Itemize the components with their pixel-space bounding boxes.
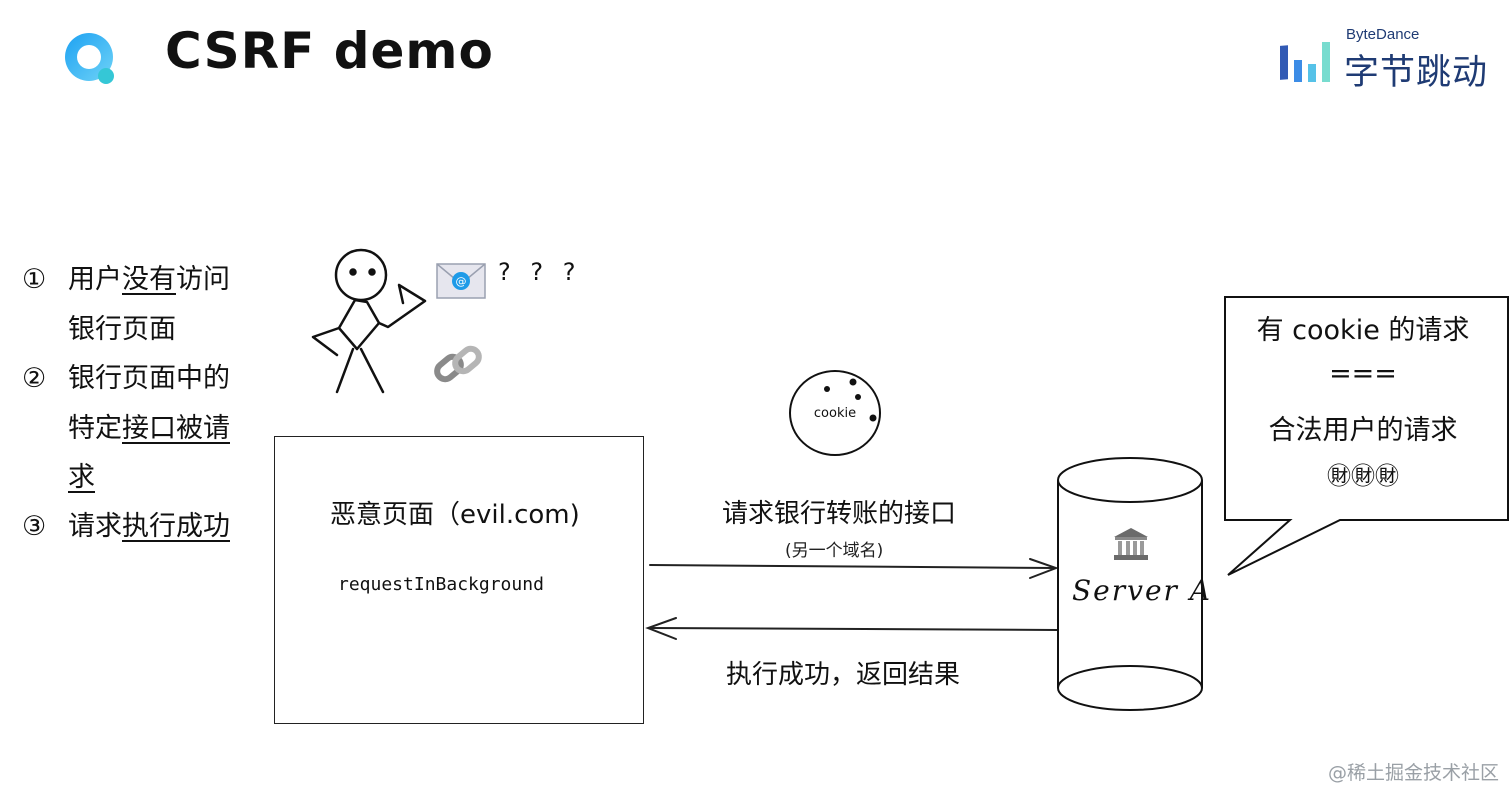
- step-text: 用户没有访问: [68, 255, 230, 305]
- step-text-part: 特定: [68, 413, 122, 444]
- step-number: ①: [22, 264, 47, 295]
- app-logo-icon: [65, 33, 114, 84]
- step-text: 银行页面中的: [68, 363, 230, 394]
- step-text-underlined: 接口被请: [122, 413, 230, 444]
- step-text-part: 访问: [176, 264, 230, 295]
- speech-bubble: [1224, 296, 1509, 576]
- step-2: ② 银行页面中的: [0, 354, 270, 404]
- server-cylinder: [1057, 457, 1203, 711]
- step-2-cont2: 求: [0, 453, 270, 503]
- step-number: ②: [22, 363, 47, 394]
- step-number: ③: [22, 511, 47, 542]
- step-text-part: 用户: [68, 264, 122, 295]
- question-marks: ? ? ?: [498, 258, 582, 286]
- bubble-line-2: ===: [1329, 358, 1397, 389]
- envelope-icon: @: [436, 263, 486, 299]
- bubble-line-3: 合法用户的请求: [1268, 415, 1458, 446]
- request-label: 请求银行转账的接口: [722, 499, 957, 529]
- bank-icon: [1114, 528, 1148, 560]
- brand-name-en: ByteDance: [1346, 26, 1420, 43]
- evil-page-title: 恶意页面（evil.com): [330, 500, 580, 530]
- evil-page-code: requestInBackground: [338, 574, 544, 595]
- step-1-cont: 银行页面: [0, 305, 270, 355]
- cookie-label: cookie: [814, 406, 856, 421]
- step-text: 银行页面: [68, 314, 176, 345]
- watermark: @稀土掘金技术社区: [1328, 762, 1500, 784]
- link-chain-icon: [434, 345, 482, 383]
- request-arrow: [649, 558, 1059, 579]
- bubble-line-4: ㊖㊖㊖: [1327, 462, 1399, 490]
- brand-name-cn: 字节跳动: [1344, 53, 1489, 93]
- evil-page-box: [274, 436, 644, 724]
- request-sublabel: (另一个域名): [785, 541, 884, 561]
- step-text-underlined: 执行成功: [122, 511, 230, 542]
- bubble-line-1: 有 cookie 的请求: [1256, 315, 1470, 346]
- svg-text:@: @: [456, 275, 467, 288]
- bytedance-logo: ByteDance 字节跳动: [1278, 26, 1490, 93]
- response-arrow: [645, 617, 1058, 640]
- cookie-icon: cookie: [789, 370, 881, 456]
- step-1: ① 用户没有访问: [0, 255, 270, 305]
- step-text: 特定接口被请: [68, 404, 230, 454]
- server-label: Server A: [1072, 574, 1213, 607]
- response-label: 执行成功，返回结果: [726, 660, 961, 690]
- step-text-underlined: 没有: [122, 264, 176, 295]
- step-2-cont: 特定接口被请: [0, 404, 270, 454]
- step-3: ③ 请求执行成功: [0, 502, 270, 552]
- step-text-underlined: 求: [68, 462, 95, 493]
- stick-figure-icon: [311, 248, 427, 394]
- page-title: CSRF demo: [165, 22, 494, 80]
- step-text-part: 请求: [68, 511, 122, 542]
- bytedance-bars-icon: [1280, 42, 1330, 82]
- step-text: 请求执行成功: [68, 502, 230, 552]
